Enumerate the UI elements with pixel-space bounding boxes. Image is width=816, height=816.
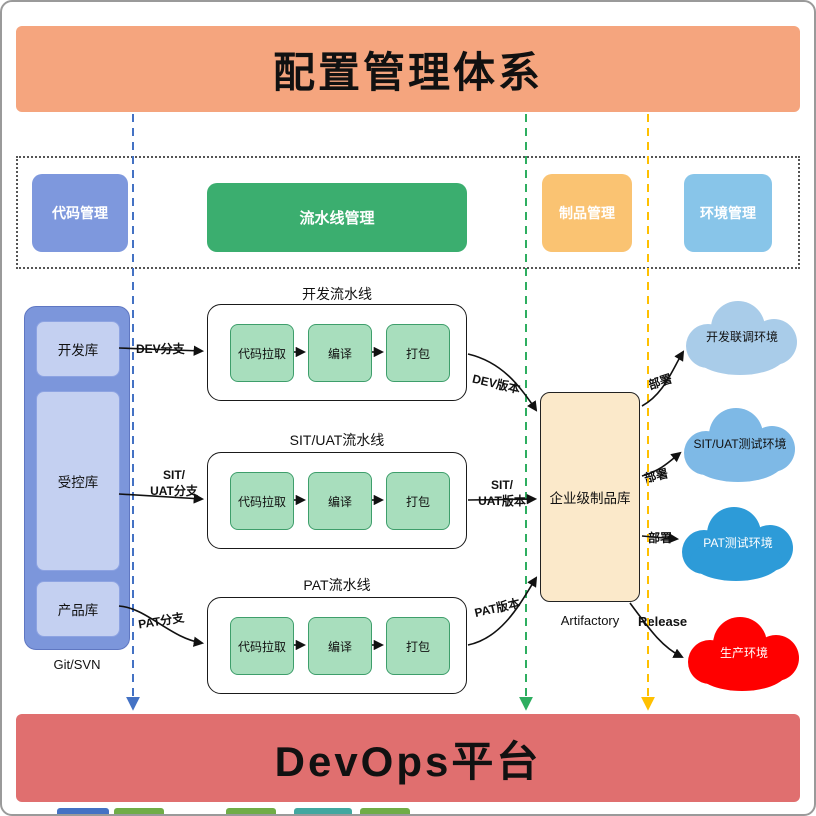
env-dev-integration: 开发联调环境	[672, 290, 812, 382]
branch-label-dev: DEV分支	[136, 342, 185, 356]
pipeline-dev: 代码拉取 编译 打包	[207, 304, 467, 401]
step-package: 打包	[386, 324, 450, 382]
category-environment-label: 环境管理	[700, 205, 756, 221]
step-package-label: 打包	[405, 639, 430, 654]
next-page-peek	[294, 808, 352, 814]
next-page-peek	[57, 808, 109, 814]
step-package-label: 打包	[405, 494, 430, 509]
step-checkout-label: 代码拉取	[237, 494, 286, 509]
pipeline-pat: 代码拉取 编译 打包	[207, 597, 467, 694]
step-package: 打包	[386, 617, 450, 675]
env-pat-test: PAT测试环境	[668, 496, 808, 588]
next-page-peek	[226, 808, 276, 814]
category-code-label: 代码管理	[52, 205, 108, 221]
env-pat-test-label: PAT测试环境	[703, 536, 773, 550]
pipeline-situat: 代码拉取 编译 打包	[207, 452, 467, 549]
version-label-situat: SIT/ UAT版本	[478, 478, 526, 508]
next-page-peek	[114, 808, 164, 814]
step-compile: 编译	[308, 324, 372, 382]
pipeline-dev-title: 开发流水线	[302, 286, 372, 302]
step-compile-label: 编译	[327, 494, 352, 509]
repo-dev-label: 开发库	[57, 343, 99, 358]
step-compile-label: 编译	[327, 346, 352, 361]
env-production-label: 生产环境	[719, 646, 768, 660]
git-svn-repo-stack: 开发库 受控库 产品库	[24, 306, 130, 650]
step-checkout: 代码拉取	[230, 617, 294, 675]
env-production: 生产环境	[674, 606, 814, 698]
category-pipeline-management: 流水线管理	[207, 183, 467, 252]
cloud-shape	[682, 507, 793, 581]
branch-label-pat: PAT分支	[137, 610, 186, 632]
page-title: 配置管理体系	[272, 48, 543, 96]
header-banner: 配置管理体系	[16, 26, 800, 112]
cloud-shape	[686, 301, 797, 375]
enterprise-artifact-repo: 企业级制品库	[540, 392, 640, 602]
step-checkout: 代码拉取	[230, 472, 294, 530]
footer-banner: DevOps平台	[16, 714, 800, 802]
step-package-label: 打包	[405, 346, 430, 361]
deploy-label-dev: 部署	[646, 371, 674, 393]
repo-controlled: 受控库	[36, 391, 120, 571]
repo-product-label: 产品库	[57, 603, 99, 618]
branch-label-situat: SIT/ UAT分支	[150, 468, 198, 498]
repo-product: 产品库	[36, 581, 120, 637]
step-compile: 编译	[308, 472, 372, 530]
step-checkout-label: 代码拉取	[237, 639, 286, 654]
env-situat-test: SIT/UAT测试环境	[670, 397, 810, 489]
category-pipeline-label: 流水线管理	[299, 210, 375, 227]
cloud-shape	[688, 617, 799, 691]
version-label-pat: PAT版本	[473, 595, 522, 621]
management-categories-frame	[16, 156, 800, 269]
devops-platform-title: DevOps平台	[274, 737, 542, 785]
deploy-label-situat: 部署	[642, 466, 670, 486]
env-dev-integration-label: 开发联调环境	[705, 330, 778, 344]
repo-dev: 开发库	[36, 321, 120, 377]
step-checkout-label: 代码拉取	[237, 346, 286, 361]
step-package: 打包	[386, 472, 450, 530]
pipeline-pat-title: PAT流水线	[303, 577, 371, 593]
category-code-management: 代码管理	[32, 174, 128, 252]
step-compile: 编译	[308, 617, 372, 675]
artifactory-caption: Artifactory	[560, 613, 620, 628]
next-page-peek	[360, 808, 410, 814]
repo-controlled-label: 受控库	[57, 475, 99, 490]
pipeline-situat-title: SIT/UAT流水线	[289, 432, 385, 448]
step-checkout: 代码拉取	[230, 324, 294, 382]
category-environment-management: 环境管理	[684, 174, 772, 252]
category-artifact-label: 制品管理	[559, 205, 615, 221]
enterprise-artifact-repo-label: 企业级制品库	[549, 491, 631, 506]
version-label-dev: DEV版本	[470, 371, 522, 397]
env-situat-test-label: SIT/UAT测试环境	[693, 437, 787, 451]
step-compile-label: 编译	[327, 639, 352, 654]
category-artifact-management: 制品管理	[542, 174, 632, 252]
repo-stack-caption: Git/SVN	[53, 657, 101, 672]
cloud-shape	[684, 408, 795, 482]
